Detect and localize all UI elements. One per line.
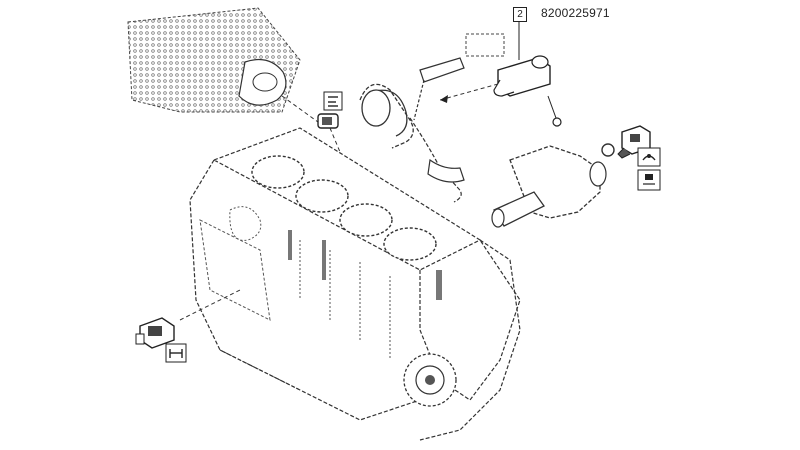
part-number-label: 8200225971 <box>541 6 610 20</box>
detail-zoom-panel <box>127 7 319 123</box>
sensor-part-2 <box>439 55 562 127</box>
crank-sensor-part <box>317 113 341 153</box>
wrench-symbol-icon <box>165 343 187 363</box>
tool-symbol-icon <box>637 169 661 191</box>
knock-sensor-part <box>135 317 175 349</box>
torque-symbol-icon <box>323 91 343 111</box>
reference-placeholder-box <box>465 33 505 57</box>
callout-number-box: 2 <box>513 7 527 22</box>
thermostat-housing <box>491 143 615 228</box>
water-pipe-assembly <box>359 57 465 203</box>
engine-block-icon <box>179 127 521 441</box>
temperature-sensor-icon <box>637 147 661 167</box>
